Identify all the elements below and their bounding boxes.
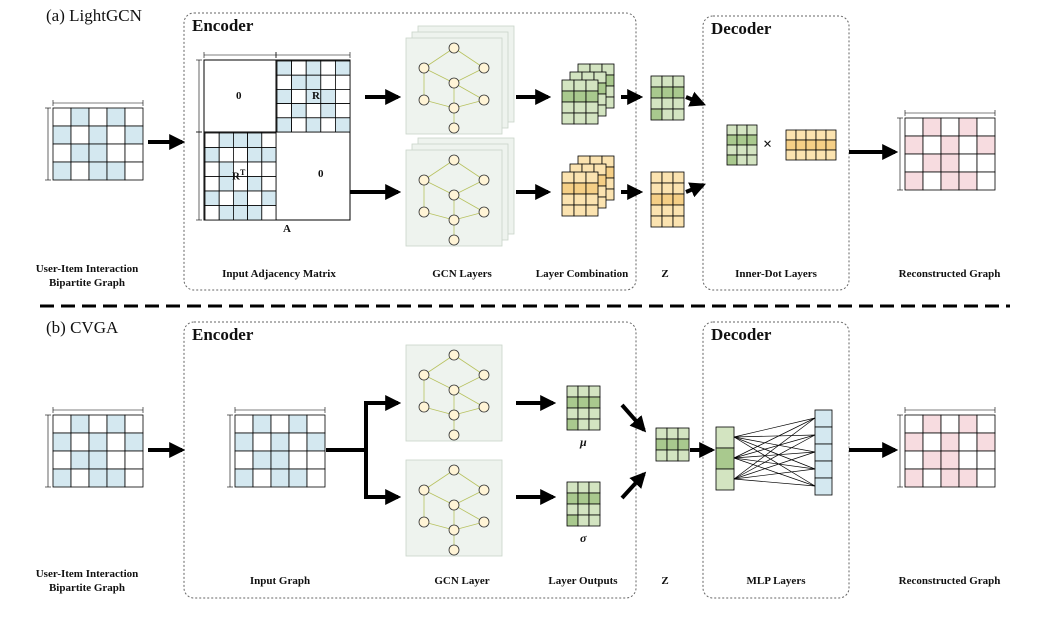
gcn-node <box>448 234 460 246</box>
caption-input-graph-encoder: Input Graph <box>249 575 311 587</box>
caption-z-b: Z <box>661 575 669 587</box>
gcn-node <box>448 544 460 556</box>
branch-arrows-b <box>326 395 402 505</box>
z-user-a <box>650 75 685 121</box>
gcn-node <box>418 401 430 413</box>
gcn-node <box>478 94 490 106</box>
gcn-node <box>418 369 430 381</box>
decoder-title-a: Decoder <box>711 19 772 38</box>
caption-mlp-layers: MLP Layers <box>746 575 806 587</box>
gcn-node <box>418 206 430 218</box>
flow-arrows-b <box>148 395 899 505</box>
multiply-sign: × <box>763 136 773 153</box>
zero-block-top: 0 <box>236 90 242 102</box>
z-item-a <box>650 171 685 228</box>
caption-reconstructed-b: Reconstructed Graph <box>898 575 1001 587</box>
caption-reconstructed-a: Reconstructed Graph <box>898 268 1001 280</box>
interaction-matrix-b <box>52 414 144 488</box>
gcn-layer-user-b <box>405 344 503 442</box>
mlp-edges <box>733 417 816 487</box>
gcn-node <box>448 499 460 511</box>
gcn-node <box>448 154 460 166</box>
r-block <box>276 60 351 133</box>
gcn-node <box>448 429 460 441</box>
gcn-node <box>448 524 460 536</box>
gcn-node <box>418 62 430 74</box>
encoder-title-b: Encoder <box>192 325 254 344</box>
z-matrix-b <box>655 427 690 462</box>
interaction-matrix-a <box>52 107 144 181</box>
user-embedding-decoder <box>726 124 758 166</box>
gcn-node <box>448 214 460 226</box>
encoder-title-a: Encoder <box>192 16 254 35</box>
panel-a-label: (a) LightGCN <box>46 6 142 25</box>
combined-item-embeddings <box>561 155 615 217</box>
r-block-label: R <box>312 90 320 102</box>
gcn-layers-item-a <box>405 137 515 247</box>
gcn-node <box>448 122 460 134</box>
gcn-layer-item-b <box>405 459 503 557</box>
caption-inner-dot: Inner-Dot Layers <box>735 268 817 280</box>
gcn-layers-user-a <box>405 25 515 135</box>
gcn-node <box>478 484 490 496</box>
gcn-node <box>448 409 460 421</box>
caption-gcn-layers: GCN Layers <box>432 268 492 280</box>
gcn-node <box>448 384 460 396</box>
mlp-input-layer <box>715 426 735 491</box>
gcn-node <box>418 516 430 528</box>
encoder-box-b <box>183 321 637 599</box>
caption-layer-outputs: Layer Outputs <box>548 575 618 587</box>
encoder-box-a <box>183 12 637 291</box>
adjacency-matrix <box>203 59 351 221</box>
combined-user-embeddings <box>561 63 615 125</box>
gcn-node <box>448 464 460 476</box>
caption-z-a: Z <box>661 268 669 280</box>
mlp-output-layer <box>814 409 833 496</box>
caption-layer-combination: Layer Combination <box>535 268 629 280</box>
gcn-node <box>418 174 430 186</box>
gcn-node <box>478 174 490 186</box>
mu-matrix <box>566 385 601 431</box>
gcn-node <box>448 349 460 361</box>
caption-gcn-layer: GCN Layer <box>434 575 490 587</box>
item-embedding-decoder <box>785 129 837 161</box>
adjacency-matrix-label: A <box>283 223 291 235</box>
zero-block-bottom: 0 <box>318 168 324 180</box>
sigma-label: σ <box>580 531 587 545</box>
gcn-node <box>478 516 490 528</box>
sigma-matrix <box>566 481 601 527</box>
caption-adjacency: Input Adjacency Matrix <box>222 268 336 280</box>
decoder-title-b: Decoder <box>711 325 772 344</box>
gcn-node <box>448 77 460 89</box>
gcn-node <box>418 484 430 496</box>
gcn-node <box>448 42 460 54</box>
panel-b-label: (b) CVGA <box>46 318 119 337</box>
gcn-node <box>478 62 490 74</box>
gcn-node <box>448 189 460 201</box>
gcn-node <box>448 102 460 114</box>
gcn-node <box>478 369 490 381</box>
rt-block-label: RT <box>232 168 246 183</box>
gcn-node <box>478 206 490 218</box>
input-graph-matrix-b <box>234 414 326 488</box>
reconstructed-graph-a <box>904 117 996 191</box>
combined-user-embeddings-layer <box>561 79 599 125</box>
decoder-box-b <box>702 321 850 599</box>
gcn-node <box>418 94 430 106</box>
rt-block <box>204 132 277 221</box>
gcn-node <box>478 401 490 413</box>
reconstructed-graph-b <box>904 414 996 488</box>
mu-label: μ <box>580 435 587 449</box>
combined-item-embeddings-layer <box>561 171 599 217</box>
